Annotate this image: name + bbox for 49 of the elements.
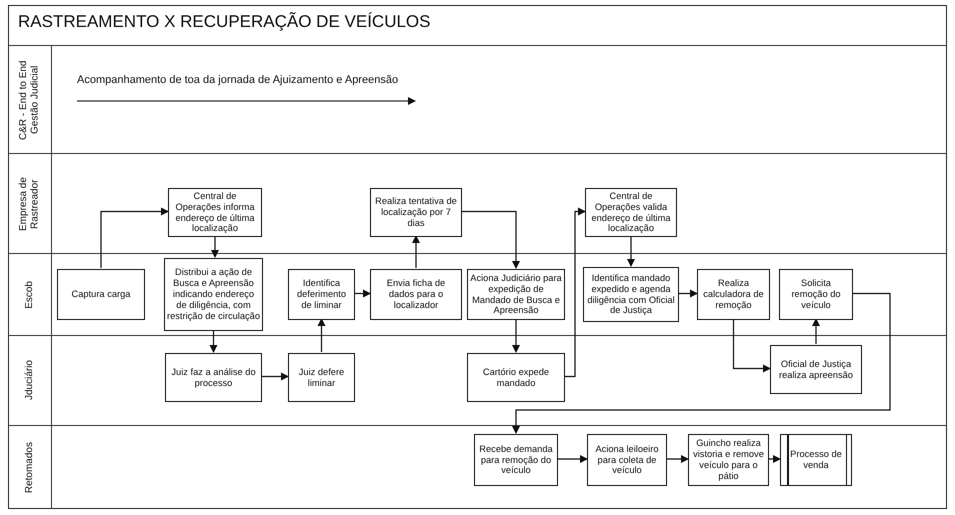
- process-box: Identifica deferimento de liminar: [288, 269, 355, 320]
- process-box: Envia ficha de dados para o localizador: [370, 269, 462, 320]
- arrow: [812, 318, 820, 344]
- arrow: [512, 292, 891, 434]
- process-box: Central de Operações informa endereço de última localização: [168, 188, 262, 237]
- process-box: Realiza calculadora de remoção: [697, 269, 770, 320]
- arrow: [462, 210, 520, 269]
- process-box: Distribui a ação de Busca e Apreensão indicando endereço de diligência, com restrição de circulação: [164, 258, 263, 331]
- process-box: Aciona Judiciário para expedição de Mandado de Busca e Apreensão: [467, 269, 565, 320]
- process-box: Cartório expede mandado: [467, 353, 565, 402]
- process-box: Juiz faz a análise do processo: [165, 353, 262, 402]
- process-box: Solicita remoção do veículo: [779, 269, 853, 320]
- swimlane: [8, 335, 947, 425]
- arrow: [769, 455, 781, 463]
- arrow: [100, 208, 169, 268]
- process-box: Aciona leiloeiro para coleta de veículo: [587, 434, 667, 486]
- arrow: [512, 319, 520, 353]
- arrow: [732, 319, 771, 372]
- lane-label: C&R - End to End Gestão Judicial: [18, 58, 41, 142]
- arrow: [262, 372, 289, 380]
- process-box: Oficial de Justiça realiza apreensão: [770, 345, 862, 394]
- process-box: Recebe demanda para remoção do veículo: [474, 434, 558, 486]
- process-box: Juiz defere liminar: [288, 353, 355, 402]
- swimlane: [8, 425, 947, 509]
- arrow: [355, 290, 371, 298]
- arrow: [412, 235, 420, 268]
- process-box: Central de Operações valida endereço de última localização: [585, 188, 677, 237]
- arrow: [318, 318, 326, 352]
- arrow: [679, 290, 698, 298]
- process-box: Identifica mandado expedido e agenda diligência com Oficial de Justiça: [583, 267, 679, 322]
- lane-label: Escob: [24, 280, 36, 308]
- process-box: Processo de venda: [780, 434, 852, 486]
- arrow: [627, 236, 635, 267]
- lane-note: Acompanhamento de toa da jornada de Ajuizamento e Apreensão: [77, 74, 398, 86]
- process-box: Guincho realiza vistoria e remove veículo para o pátio: [688, 434, 769, 486]
- process-box: Captura carga: [57, 269, 145, 320]
- lane-label: Jduciário: [24, 360, 36, 401]
- arrow: [667, 455, 689, 463]
- arrow: [558, 455, 588, 463]
- diagram-title: RASTREAMENTO X RECUPERAÇÃO DE VEÍCULOS: [18, 12, 430, 32]
- swimlane: [8, 45, 947, 153]
- arrow: [211, 236, 219, 258]
- arrow: [565, 208, 586, 378]
- lane-label: Retomados: [24, 442, 36, 494]
- process-box: Realiza tentativa de localização por 7 dias: [370, 188, 462, 237]
- swimlane: [8, 253, 947, 335]
- swimlane: [8, 153, 947, 253]
- arrow: [210, 330, 218, 353]
- lane-label: Empresa de Rastreador: [18, 176, 41, 232]
